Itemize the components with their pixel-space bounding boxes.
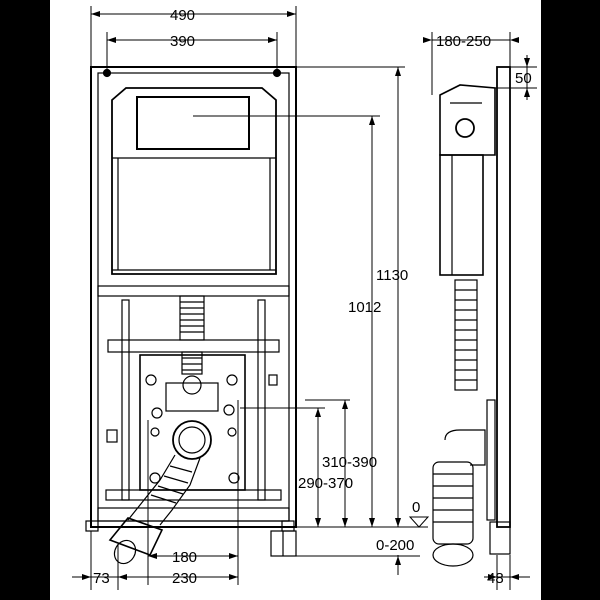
dim-floor-zero: 0 bbox=[412, 499, 420, 516]
bolt bbox=[227, 427, 237, 437]
small-bracket bbox=[268, 374, 278, 386]
dim-back-depth: 48 bbox=[487, 570, 504, 587]
foot-left bbox=[85, 520, 99, 532]
side-leg bbox=[486, 399, 496, 521]
side-cistern-top bbox=[439, 84, 496, 156]
bolt bbox=[149, 472, 161, 484]
cistern-body bbox=[111, 87, 277, 275]
dim-floor-adjust: 0-200 bbox=[376, 537, 414, 554]
bolt bbox=[150, 427, 160, 437]
dim-cistern-height: 1012 bbox=[348, 299, 381, 316]
leg-rod-left bbox=[121, 299, 130, 501]
side-valve bbox=[455, 118, 475, 138]
middle-rail bbox=[107, 339, 280, 353]
arrowheads bbox=[82, 11, 530, 580]
side-drain-bend bbox=[432, 429, 486, 567]
bolt bbox=[145, 374, 157, 386]
dim-outlet-height-b: 290-370 bbox=[298, 475, 353, 492]
dim-bracket-spacing: 390 bbox=[170, 33, 195, 50]
foot-rail bbox=[97, 507, 290, 522]
dim-side-depth: 180-250 bbox=[436, 33, 491, 50]
bolt bbox=[228, 472, 240, 484]
dim-side-top-offset: 50 bbox=[515, 70, 532, 87]
dimension-labels: 490 390 180-250 50 1130 1012 310-390 290… bbox=[93, 7, 532, 587]
frame-inner-outline bbox=[97, 72, 290, 522]
drain-elbow bbox=[108, 454, 201, 565]
side-foot bbox=[489, 521, 511, 555]
dim-outlet-spacing: 180 bbox=[172, 549, 197, 566]
drain-outlet-inner bbox=[178, 426, 206, 454]
dimension-lines bbox=[72, 6, 537, 590]
bolt bbox=[226, 374, 238, 386]
frame-outline bbox=[90, 66, 297, 528]
dim-outlet-height-a: 310-390 bbox=[322, 454, 377, 471]
side-cistern-body bbox=[439, 154, 484, 276]
side-view bbox=[432, 66, 511, 567]
dim-frame-offset: 73 bbox=[93, 570, 110, 587]
flush-plate-opening bbox=[136, 96, 250, 150]
flush-connection bbox=[182, 375, 202, 395]
dim-drain-offset: 230 bbox=[172, 570, 197, 587]
dim-total-height: 1130 bbox=[376, 267, 408, 284]
bolt bbox=[223, 404, 235, 416]
side-frame-back bbox=[496, 66, 511, 528]
drain-outlet bbox=[172, 420, 212, 460]
plate-cutout bbox=[165, 382, 219, 412]
side-flush-pipe bbox=[454, 279, 478, 391]
lower-rail bbox=[105, 489, 282, 501]
bolt bbox=[151, 407, 163, 419]
wc-mounting-plate bbox=[139, 354, 246, 491]
front-view bbox=[85, 66, 297, 565]
upper-rail bbox=[97, 285, 290, 297]
flush-pipe bbox=[179, 295, 205, 375]
leg-rod-right bbox=[257, 299, 266, 501]
dim-overall-width: 490 bbox=[170, 7, 195, 24]
small-bracket bbox=[106, 429, 118, 443]
